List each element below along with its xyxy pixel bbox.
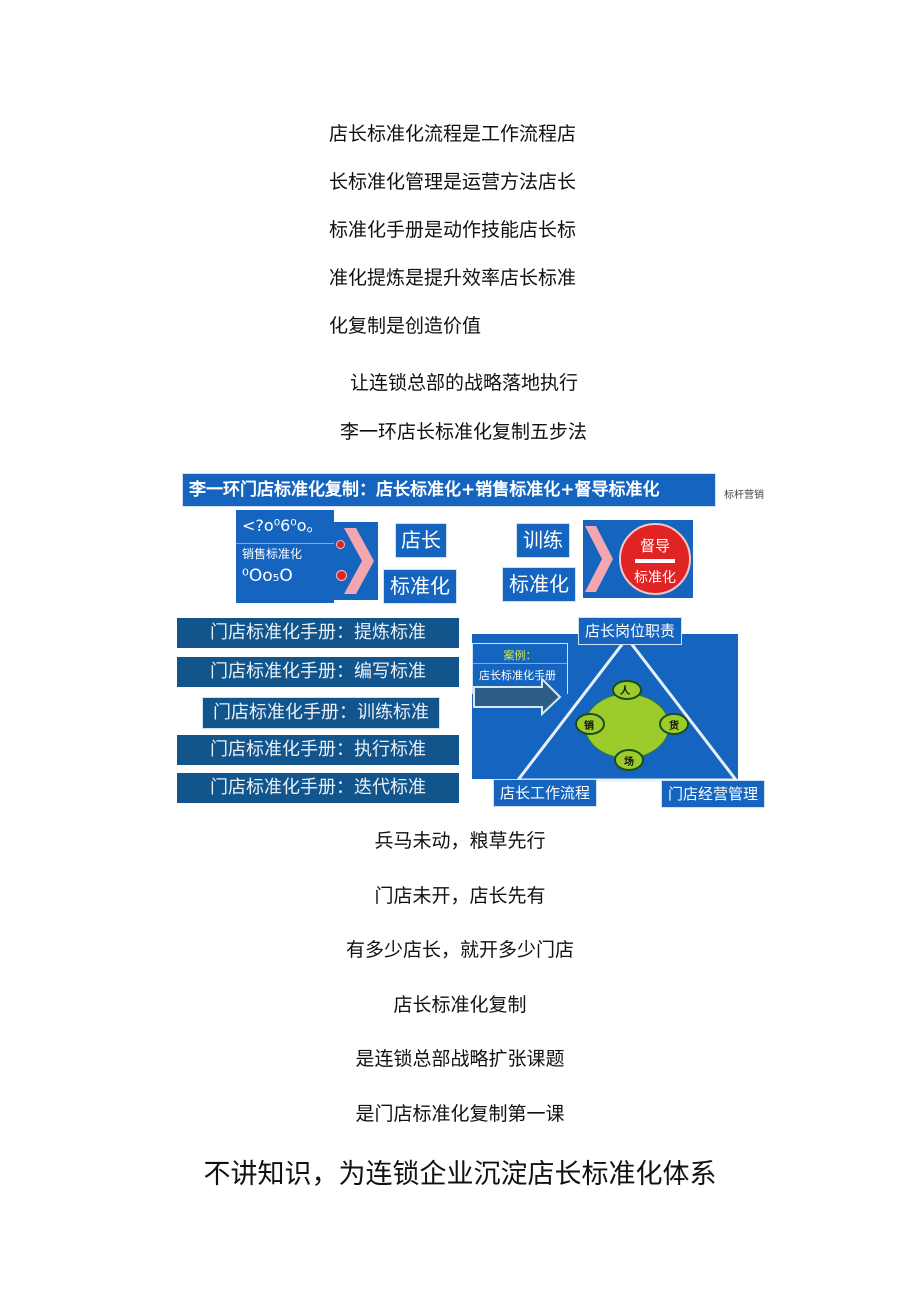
store-manager-std-label: 标准化 [390,574,450,598]
divider [473,663,567,664]
closing-line-1: 兵马未动，粮草先行 [374,830,546,852]
supervisor-std-label: 标准化 [634,570,676,586]
red-dot-icon [336,540,345,549]
closing-line-6: 是门店标准化复制第一课 [355,1103,565,1125]
closing-line-5: 是连锁总部战略扩张课题 [355,1048,565,1070]
corner-job-duties: 店长岗位职责 [578,617,683,645]
corner-workflow: 店长工作流程 [493,779,598,807]
manual-step-execute: 门店标准化手册：执行标准 [177,735,459,765]
corner-store-management: 门店经营管理 [661,780,766,808]
node-sales: 销 [584,721,594,732]
intro-line-3: 标准化手册是动作技能店长标 [329,219,577,241]
case-label: 案例： [503,649,537,662]
training-std-label: 标准化 [509,572,569,596]
sales-std-label: 销售标准化 [242,547,303,561]
intro-line-4: 准化提炼是提升效率店长标准 [329,267,577,289]
closing-line-4: 店长标准化复制 [393,994,527,1016]
garbled-text-top: <?o⁰6⁰o。 [242,516,323,535]
manual-step-train: 门店标准化手册：训练标准 [202,697,440,729]
closing-line-3: 有多少店长，就开多少门店 [345,939,574,961]
banner-title: 李一环门店标准化复制：店长标准化+销售标准化+督导标准化 [189,480,660,500]
manual-step-iterate: 门店标准化手册：迭代标准 [177,773,459,803]
manual-step-write: 门店标准化手册：编写标准 [177,657,459,687]
intro-line-2: 长标准化管理是运营方法店长 [329,171,577,193]
training-label: 训练 [523,528,563,552]
watermark: 标杆营销 [724,490,764,501]
sales-standardization-box: <?o⁰6⁰o。 销售标准化 ⁰Oo₅O [236,510,334,603]
node-venue: 场 [624,757,634,768]
triangle-graphic [473,635,738,782]
supervisor-label: 督导 [639,537,670,555]
manual-step-extract: 门店标准化手册：提炼标准 [177,618,459,648]
closing-line-2: 门店未开，店长先有 [374,885,546,907]
white-bar [635,559,675,563]
chevron-panel-left [334,522,378,600]
training-std-box: 标准化 [502,567,576,602]
training-box: 训练 [516,523,570,558]
intro-line-1: 店长标准化流程是工作流程店 [329,123,577,145]
node-goods: 货 [669,721,679,732]
store-manager-label: 店长 [401,528,441,552]
case-box: 案例： 店长标准化手册 [472,643,568,694]
red-dot-icon [336,570,347,581]
final-statement: 不讲知识，为连锁企业沉淀店长标准化体系 [203,1159,717,1190]
store-manager-box: 店长 [395,523,447,558]
store-manager-std-box: 标准化 [383,569,457,604]
chevron-right-icon [344,528,374,594]
diagram-banner: 李一环门店标准化复制：店长标准化+销售标准化+督导标准化 [182,473,716,507]
supervisor-panel: 督导 标准化 [583,520,693,598]
subtitle-five-steps: 李一环店长标准化复制五步法 [340,421,588,443]
intro-line-5: 化复制是创造价值 [329,315,482,337]
garbled-text-bottom: ⁰Oo₅O [242,566,293,586]
node-people: 人 [620,686,630,697]
case-subject: 店长标准化手册 [479,669,556,682]
divider [236,543,334,544]
subtitle-strategy: 让连锁总部的战略落地执行 [350,372,579,394]
supervisor-circle: 督导 标准化 [619,523,691,595]
chevron-right-icon [585,526,613,592]
